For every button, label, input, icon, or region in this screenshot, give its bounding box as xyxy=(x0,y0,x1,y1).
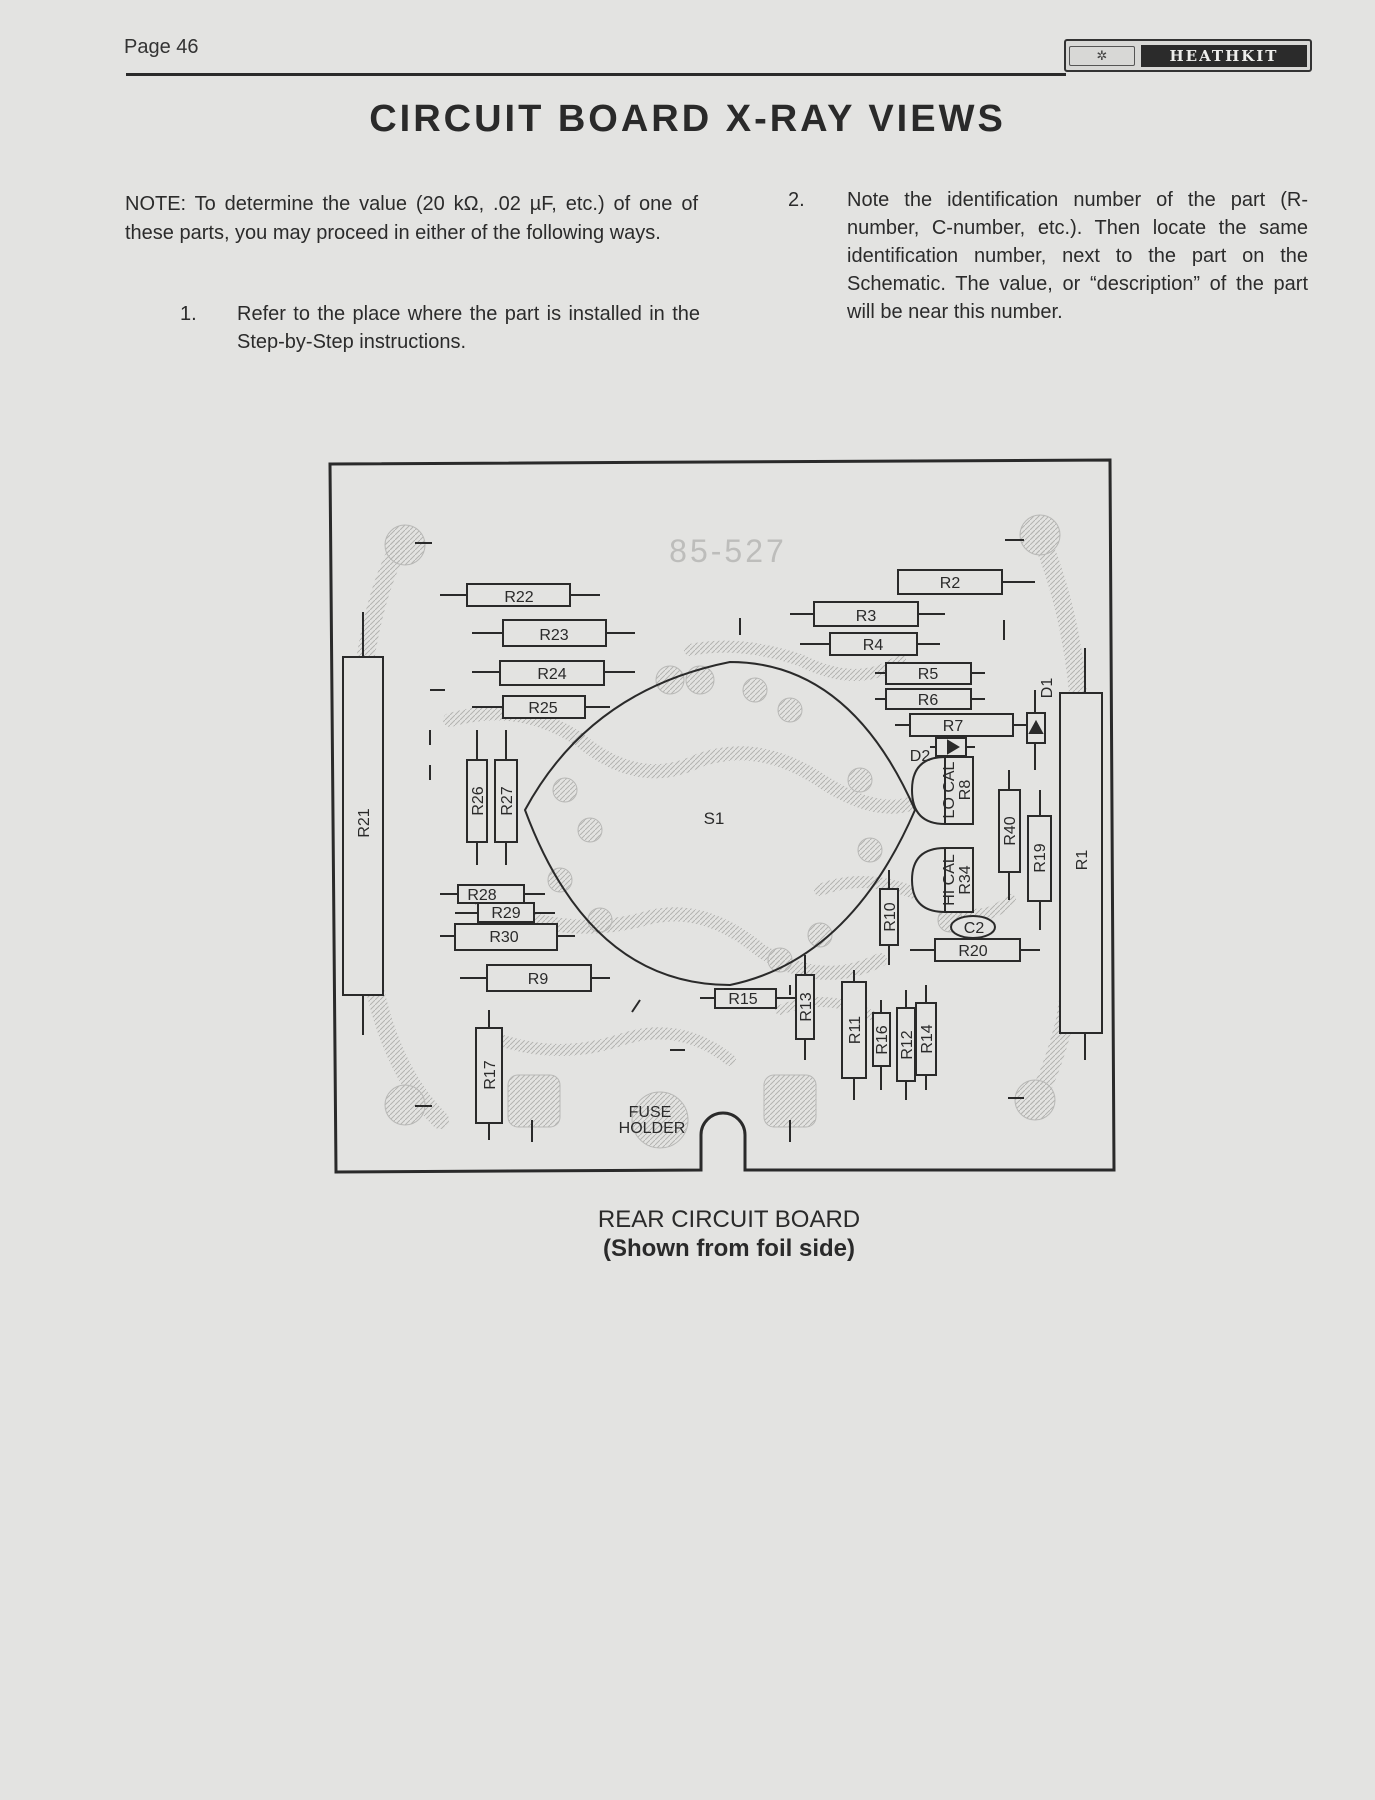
resistor-r16-label: R16 xyxy=(874,1025,891,1054)
brand-name: HEATHKIT xyxy=(1141,44,1307,67)
switch-s1-outline xyxy=(523,660,917,987)
step-text: Refer to the place where the part is ins… xyxy=(237,303,700,353)
diode-d2-label: D2 xyxy=(910,748,931,765)
lead-marks xyxy=(415,539,1024,1142)
figure-caption-subtitle: (Shown from foil side) xyxy=(603,1235,855,1262)
resistor-r13-label: R13 xyxy=(798,992,815,1021)
resistor-r5-label: R5 xyxy=(918,666,939,683)
brand-logo: ✲ HEATHKIT xyxy=(1064,39,1312,72)
resistor-r29-label: R29 xyxy=(491,905,520,922)
resistor-r34-label: R34 xyxy=(957,865,974,894)
resistor-r17-label: R17 xyxy=(482,1060,499,1089)
page-number: Page 46 xyxy=(124,36,199,58)
resistors-vertical xyxy=(342,612,1103,1140)
resistor-r25-label: R25 xyxy=(528,700,557,717)
resistor-r24-label: R24 xyxy=(537,666,566,683)
board-number: 85-527 xyxy=(669,533,787,569)
capacitor-c2 xyxy=(950,915,996,939)
resistor-r6-label: R6 xyxy=(918,692,939,709)
resistor-r22-label: R22 xyxy=(504,589,533,606)
hi-cal-label: HI CAL xyxy=(941,854,958,906)
resistor-r15-label: R15 xyxy=(728,991,757,1008)
page-title: CIRCUIT BOARD X-RAY VIEWS xyxy=(369,98,1006,140)
resistor-r4-label: R4 xyxy=(863,637,884,654)
resistor-r1-label: R1 xyxy=(1074,850,1091,871)
fuse-holder-label: HOLDER xyxy=(619,1120,686,1137)
note-paragraph: NOTE: To determine the value (20 kΩ, .02… xyxy=(125,193,698,244)
resistor-r10-label: R10 xyxy=(882,902,899,931)
resistor-r26-label: R26 xyxy=(470,786,487,815)
resistor-r30-label: R30 xyxy=(489,929,518,946)
resistor-r12-label: R12 xyxy=(899,1030,916,1059)
switch-s1-label: S1 xyxy=(704,809,725,828)
resistor-r40-label: R40 xyxy=(1002,816,1019,845)
resistor-r9-label: R9 xyxy=(528,971,549,988)
resistor-r23-label: R23 xyxy=(539,627,568,644)
resistor-r21-label: R21 xyxy=(356,808,373,837)
step-number: 1. xyxy=(180,303,197,325)
resistor-r28-label: R28 xyxy=(467,887,496,904)
resistor-r20-label: R20 xyxy=(958,943,987,960)
resistor-r2-label: R2 xyxy=(940,575,961,592)
circuit-board-diagram: 85-527 S1 FUSE HOLDER xyxy=(328,458,1116,1174)
step-1: 1. Refer to the place where the part is … xyxy=(180,300,700,356)
resistors-horizontal xyxy=(440,569,1040,1009)
step-text: Note the identification number of the pa… xyxy=(847,189,1308,323)
resistor-r14-label: R14 xyxy=(919,1024,936,1053)
resistor-r27-label: R27 xyxy=(499,786,516,815)
diodes xyxy=(930,690,1046,770)
header-rule xyxy=(126,73,1066,76)
step-2: 2. Note the identification number of the… xyxy=(788,186,1308,326)
diode-d1-label: D1 xyxy=(1039,678,1056,699)
resistor-r7-label: R7 xyxy=(943,718,964,735)
resistor-r8-label: R8 xyxy=(957,780,974,801)
atom-logo-icon: ✲ xyxy=(1069,45,1135,66)
resistor-r3-label: R3 xyxy=(856,608,877,625)
foil-pads xyxy=(384,514,1061,1149)
fuse-holder-label: FUSE xyxy=(629,1104,672,1121)
calibration-pots xyxy=(910,755,974,914)
resistor-r11-label: R11 xyxy=(847,1016,864,1044)
resistor-r19-label: R19 xyxy=(1032,843,1049,872)
figure-caption-title: REAR CIRCUIT BOARD xyxy=(597,1206,861,1233)
lo-cal-label: LO CAL xyxy=(941,761,958,818)
capacitor-c2-label: C2 xyxy=(964,920,985,937)
step-number: 2. xyxy=(788,189,805,211)
